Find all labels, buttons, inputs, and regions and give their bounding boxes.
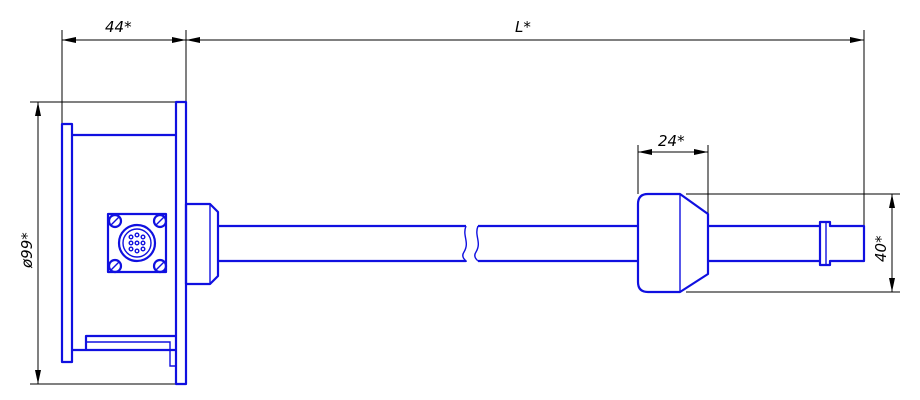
connector (106, 212, 168, 274)
dim-flange-width: 44* (105, 18, 132, 36)
sensing-head (636, 192, 710, 294)
dimension-lines (30, 30, 900, 385)
dim-flange-diameter: ø99* (18, 232, 36, 269)
front-flange (174, 100, 188, 386)
bottom-bracket (84, 334, 176, 350)
dim-head-diameter: 40* (872, 235, 890, 262)
back-plate (60, 122, 74, 364)
dim-head-width: 24* (658, 132, 685, 150)
sensor-part (60, 100, 866, 386)
dim-total-length: L* (515, 18, 531, 36)
gland-nut (184, 202, 220, 286)
break-line (462, 225, 468, 262)
